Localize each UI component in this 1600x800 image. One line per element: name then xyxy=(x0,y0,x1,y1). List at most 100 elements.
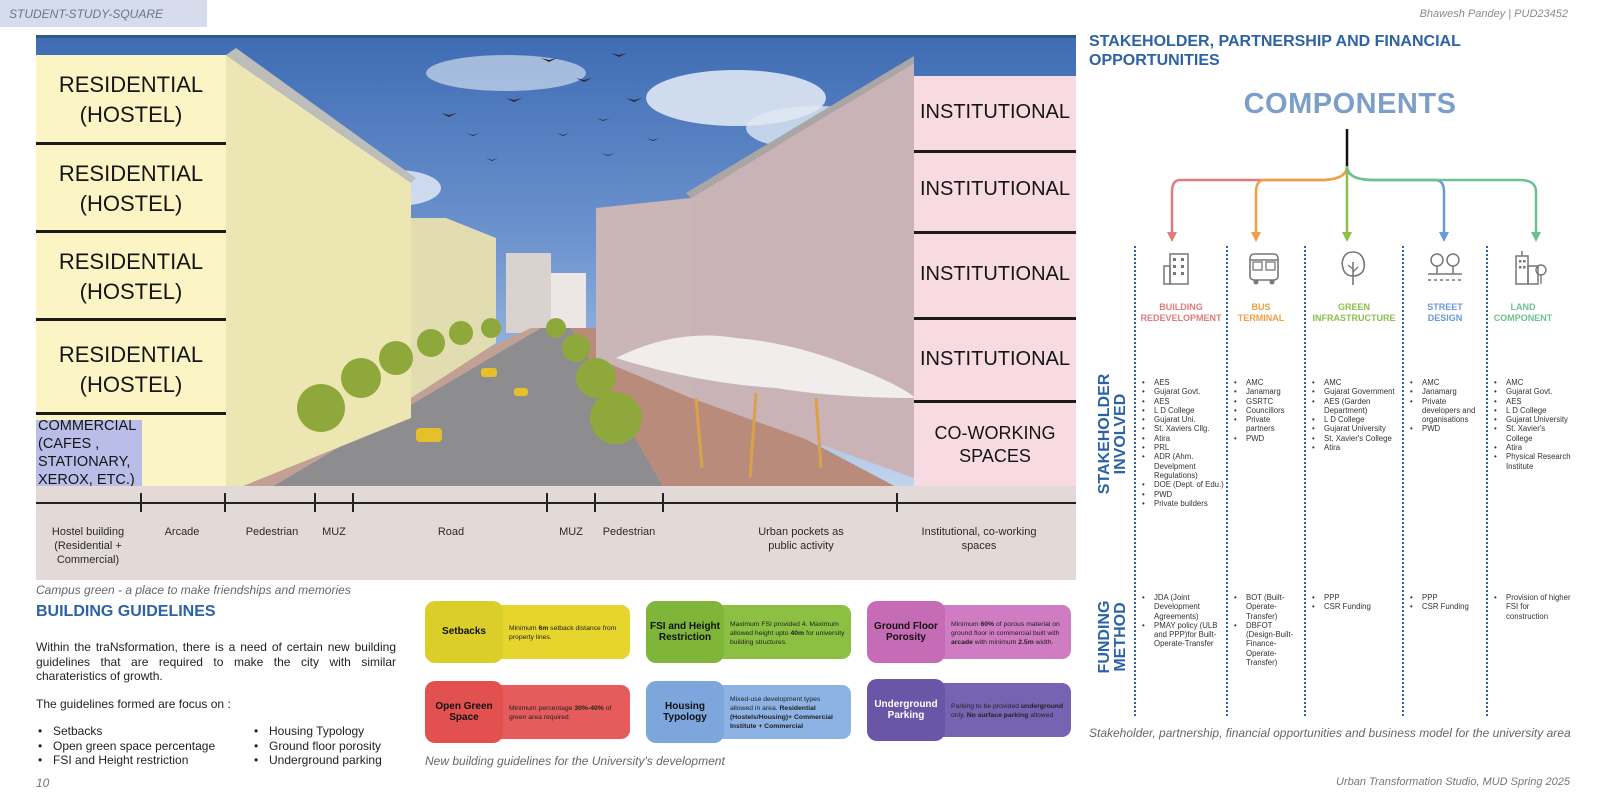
funding-list-street: PPPCSR Funding xyxy=(1409,593,1485,612)
studio-label: Urban Transformation Studio, MUD Spring … xyxy=(1336,776,1570,788)
street-perspective-drawing xyxy=(156,48,936,508)
list-item: Housing Typology xyxy=(252,724,382,739)
stakeholder-list-building: AESGujarat Govt.AESL D CollegeGujarat Un… xyxy=(1141,378,1225,508)
page-number: 10 xyxy=(36,776,50,790)
zone-urban-pockets: Urban pockets as public activity xyxy=(758,526,844,552)
guidelines-intro: Within the traNsformation, there is a ne… xyxy=(36,640,396,683)
guideline-card-description: Maximum FSI provided 4. Maximum allowed … xyxy=(730,620,845,646)
list-item: Ground floor porosity xyxy=(252,739,382,754)
list-item: Atira xyxy=(1311,443,1403,453)
component-name-green: GREEN INFRASTRUCTURE xyxy=(1312,302,1396,323)
list-item: Provision of higher FSI for construction xyxy=(1493,593,1571,621)
list-item: DBFOT (Design-Built-Finance-Operate-Tran… xyxy=(1233,621,1301,667)
list-item: Gujarat Govt. xyxy=(1493,387,1571,397)
zone-arcade: Arcade xyxy=(164,526,200,538)
bus-icon xyxy=(1249,253,1279,285)
guideline-card-description: Minimum 60% of porous material on ground… xyxy=(951,620,1060,646)
coworking-label: CO-WORKING SPACES xyxy=(934,423,1056,466)
list-item: Private builders xyxy=(1141,499,1225,509)
floor-divider xyxy=(914,150,1076,153)
zone-pedestrian-right: Pedestrian xyxy=(602,526,656,538)
commercial-label: COMMERCIAL (CAFES , STATIONARY, XEROX, E… xyxy=(38,418,136,488)
residential-label-2: RESIDENTIAL (HOSTEL) xyxy=(58,161,204,216)
building-icon xyxy=(1163,253,1189,285)
stakeholder-list-green: AMCGujarat GovernmentAES (Garden Departm… xyxy=(1311,378,1403,453)
list-item: ADR (Ahm. Develpment Regulations) xyxy=(1141,452,1225,480)
component-name-land: LAND COMPONENT xyxy=(1493,302,1553,323)
stakeholder-list-bus: AMCJanamargGSRTCCouncillorsPrivate partn… xyxy=(1233,378,1301,443)
guideline-card-description: Minimum 6m setback distance from propert… xyxy=(509,625,617,641)
section-tick xyxy=(140,493,142,512)
branch-land xyxy=(1345,165,1538,238)
list-item: Physical Research Institute xyxy=(1493,452,1571,471)
stakeholder-list-street: AMCJanamargPrivate developers and organi… xyxy=(1409,378,1485,434)
stakeholder-list-land: AMCGujarat Govt.AESL D CollegeGujarat Un… xyxy=(1493,378,1571,471)
list-item: L D College xyxy=(1493,406,1571,416)
guideline-card-title: Ground Floor Porosity xyxy=(867,601,945,663)
guideline-card-parking: Underground Parking Parking to be provide… xyxy=(867,679,1071,741)
list-item: Atira xyxy=(1493,443,1571,453)
guideline-card-description: Parking to be provided underground only.… xyxy=(951,703,1064,719)
list-item: St. Xavier's College xyxy=(1311,434,1403,444)
list-item: St. Xaviers Cllg. xyxy=(1141,424,1225,434)
guideline-card-title: Housing Typology xyxy=(646,681,724,743)
component-name-bus: BUS TERMINAL xyxy=(1237,302,1285,323)
guidelines-title: BUILDING GUIDELINES xyxy=(36,603,216,620)
guidelines-list-right: Housing Typology Ground floor porosity U… xyxy=(252,724,382,768)
guideline-card-setbacks: Setbacks Minimum 6m setback distance from… xyxy=(425,601,630,663)
component-name-building: BUILDING REDEVELOPMENT xyxy=(1140,302,1222,323)
list-item: JDA (Joint Development Agreements) xyxy=(1141,593,1225,621)
institutional-label-2: INSTITUTIONAL xyxy=(919,178,1070,200)
guidelines-list-left: Setbacks Open green space percentage FSI… xyxy=(36,724,215,768)
list-item: AES (Garden Department) xyxy=(1311,397,1403,416)
guideline-card-title: FSI and Height Restriction xyxy=(646,601,724,663)
list-item: Private partners xyxy=(1233,415,1301,434)
floor-divider xyxy=(36,318,226,321)
floor-divider xyxy=(36,230,226,233)
street-section-render: RESIDENTIAL (HOSTEL) RESIDENTIAL (HOSTEL… xyxy=(36,35,1076,580)
list-item: Gujarat Govt. xyxy=(1141,387,1225,397)
guideline-card-description: Minimum percentage 30%-40% of green area… xyxy=(509,705,612,721)
section-tick xyxy=(352,493,354,512)
list-item: PMAY policy (ULB and PPP)for Built-Opera… xyxy=(1141,621,1225,649)
list-item: CSR Funding xyxy=(1311,602,1403,612)
institutional-label-3: INSTITUTIONAL xyxy=(919,263,1070,285)
list-item: Open green space percentage xyxy=(36,739,215,754)
residential-label-3: RESIDENTIAL (HOSTEL) xyxy=(58,249,204,304)
guideline-card-title: Setbacks xyxy=(425,601,503,663)
floor-divider xyxy=(914,317,1076,320)
section-tick xyxy=(224,493,226,512)
street-icon xyxy=(1428,253,1462,281)
section-tick xyxy=(546,493,548,512)
list-item: L D College xyxy=(1311,415,1403,425)
components-branch-diagram xyxy=(1167,129,1541,242)
guideline-card-title: Underground Parking xyxy=(867,679,945,741)
institutional-label-1: INSTITUTIONAL xyxy=(919,101,1070,123)
list-item: AMC xyxy=(1233,378,1301,388)
list-item: Atira xyxy=(1141,434,1225,444)
section-axis xyxy=(36,502,1076,504)
list-item: Private developers and organisations xyxy=(1409,397,1485,425)
zone-institutional: Institutional, co-working spaces xyxy=(921,526,1037,552)
column-separator xyxy=(1134,246,1136,716)
list-item: PRL xyxy=(1141,443,1225,453)
components-title: COMPONENTS xyxy=(1243,88,1457,120)
list-item: Gujarat Uni. xyxy=(1141,415,1225,425)
branch-bus xyxy=(1254,165,1349,238)
zone-road: Road xyxy=(437,526,465,538)
list-item: BOT (Built-Operate-Transfer) xyxy=(1233,593,1301,621)
section-strip xyxy=(36,486,1076,580)
zone-pedestrian-left: Pedestrian xyxy=(245,526,299,538)
list-item: PWD xyxy=(1233,434,1301,444)
guideline-card-bar xyxy=(927,605,1071,659)
list-item: GSRTC xyxy=(1233,397,1301,407)
guideline-card-bar xyxy=(706,605,851,659)
funding-list-land: Provision of higher FSI for construction xyxy=(1493,593,1571,621)
row-label-funding: FUNDING METHOD xyxy=(1096,600,1129,674)
column-separator xyxy=(1304,246,1306,716)
project-tag: STUDENT-STUDY-SQUARE xyxy=(9,7,164,21)
land-icon xyxy=(1515,251,1547,285)
guideline-card-description: Mixed-use development types allowed in a… xyxy=(730,696,833,730)
branch-street xyxy=(1345,165,1446,238)
